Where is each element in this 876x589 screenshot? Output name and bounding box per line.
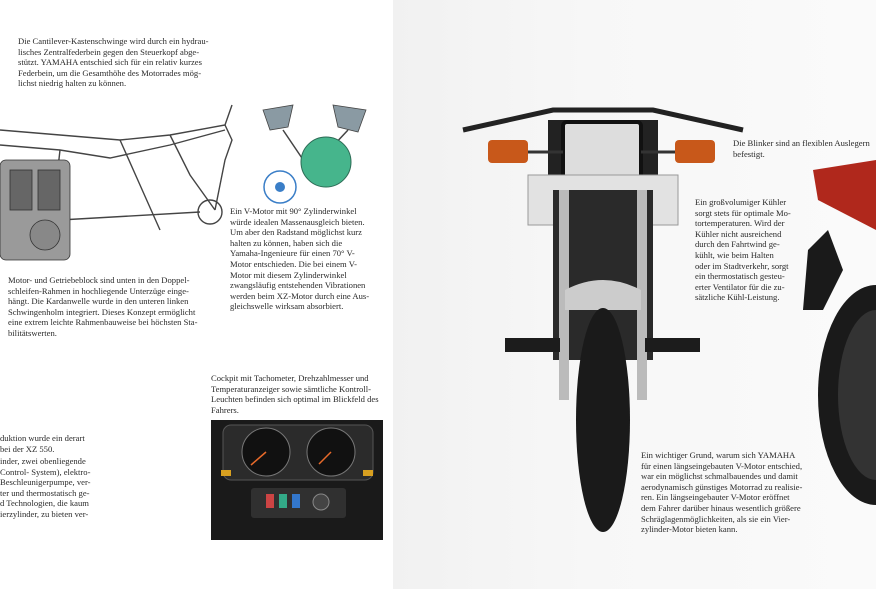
v-motor-diagram (262, 104, 367, 204)
production-caption-bottom: inder, zwei obenliegende Control- System… (0, 456, 91, 519)
production-caption-top: duktion wurde ein derart bei der XZ 550. (0, 433, 85, 454)
frame-caption: Motor- und Getriebeblock sind unten in d… (8, 275, 198, 338)
frame-illustration (0, 104, 233, 261)
motorcycle-side-photo (803, 160, 876, 505)
v-motor-reason-caption: Ein wichtiger Grund, warum sich YAMAHA f… (641, 450, 803, 535)
v-motor-caption: Ein V-Motor mit 90° Zylinderwinkel würde… (230, 206, 370, 312)
left-page: Die Cantilever-Kastenschwinge wird durch… (0, 0, 393, 589)
right-page: Die Blinker sind an flexiblen Auslegern … (393, 0, 876, 589)
motorcycle-front-photo (462, 107, 744, 532)
cooler-caption: Ein großvolumiger Kühler sorgt stets für… (695, 197, 791, 303)
swingarm-caption: Die Cantilever-Kastenschwinge wird durch… (18, 36, 209, 89)
cockpit-caption: Cockpit mit Tachometer, Drehzahlmesser u… (211, 373, 379, 415)
blinker-caption: Die Blinker sind an flexiblen Auslegern … (733, 138, 870, 159)
cockpit-photo (211, 420, 383, 540)
